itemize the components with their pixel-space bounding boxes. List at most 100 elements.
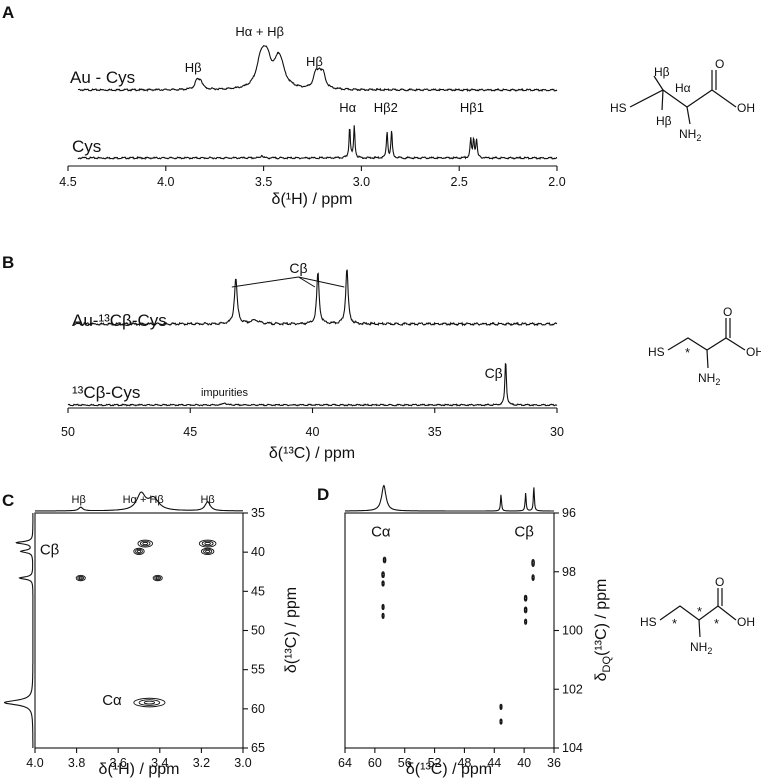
- panel-d-x-tick-label: 48: [457, 756, 471, 770]
- panel-c-cross-peak: [205, 549, 211, 553]
- panel-d-cross-peak: [523, 606, 528, 614]
- series-label-au-13cb-cys: Au-¹³Cβ-Cys: [72, 311, 167, 330]
- structure-2-nh: NH: [698, 371, 715, 385]
- panel-a-tick-label: 3.0: [353, 175, 370, 189]
- panel-c-y-tick-label: 50: [251, 624, 265, 638]
- panel-b-tick-label: 45: [183, 425, 197, 439]
- 13cb-cys-spectrum-trace: [67, 362, 558, 407]
- panel-c-cross-peak: [137, 539, 153, 548]
- panel-a-tick-label: 4.0: [157, 175, 174, 189]
- panel-c-label: Hβ: [200, 494, 214, 506]
- panel-c-cross-peak: [133, 547, 145, 555]
- panel-d-cross-peak: [382, 556, 387, 564]
- panel-d-y-tick-label: 100: [562, 624, 583, 638]
- panel-d-x-tick-label: 60: [368, 756, 382, 770]
- structure-2-nh2-bond: [706, 349, 709, 369]
- panel-d-y-axis-label: δDQ(¹³C) / ppm: [593, 579, 613, 682]
- structure-1-hbeta-top: Hβ: [654, 65, 670, 79]
- panel-c-cross-peak: [198, 539, 217, 548]
- panel-d-y-tick-label: 104: [562, 741, 583, 755]
- panel-b-tick-label: 30: [550, 425, 564, 439]
- panel-c-cross-peak: [143, 700, 155, 705]
- panel-b-cb-label: Cβ: [289, 260, 307, 276]
- structure-2-hs: HS: [648, 345, 665, 359]
- structure-1-nh: NH: [679, 127, 696, 141]
- panel-d-y-tick-label: 96: [562, 506, 576, 520]
- panel-c-cross-peak: [139, 540, 151, 547]
- structure-cysteine-13cb: HS * O OH NH2: [648, 305, 761, 387]
- cys-spectrum-trace: [77, 125, 557, 160]
- panel-c-y-tick-label: 45: [251, 584, 265, 598]
- panel-c-cross-peak: [75, 574, 86, 582]
- panel-d-cross-peak: [383, 558, 386, 562]
- structure-3-nh2: NH2: [690, 640, 712, 656]
- panel-d-top-projection: [345, 484, 554, 512]
- series-label-cys: Cys: [72, 137, 101, 156]
- panel-a-peak-label: Hβ1: [460, 100, 484, 115]
- panel-c-cross-peak: [133, 697, 166, 708]
- panel-d-cross-peak: [524, 596, 527, 600]
- structure-1-nh2-bond: [686, 106, 691, 125]
- panel-c-y-tick-label: 60: [251, 702, 265, 716]
- panel-d-cross-peak: [531, 561, 535, 565]
- panel-c-x-tick-label: 4.0: [26, 756, 43, 770]
- panel-c-x-axis-label: δ(¹H) / ppm: [99, 761, 180, 778]
- panel-a-x-axis-label: δ(¹H) / ppm: [272, 191, 353, 208]
- structure-2-nh2: NH2: [698, 371, 720, 387]
- panel-d-cross-peak: [381, 582, 385, 585]
- panel-a-tick-label: 2.0: [548, 175, 565, 189]
- panel-c-letter: C: [2, 491, 14, 510]
- structure-3-nh: NH: [690, 640, 707, 654]
- panel-d-y-tick-label: 98: [562, 565, 576, 579]
- panel-d-label: Cβ: [514, 524, 534, 541]
- au-cys-spectrum-trace: [77, 45, 558, 92]
- structure-1-hb-bond-top: [653, 75, 664, 91]
- panel-b-tick-label: 50: [61, 425, 75, 439]
- panel-b-cb-leader-line: [231, 276, 299, 288]
- panel-c-top-projection: [35, 491, 243, 512]
- panel-a-peak-label: Hα + Hβ: [235, 24, 284, 39]
- panel-d-x-tick-label: 64: [338, 756, 352, 770]
- panel-a-letter: A: [2, 3, 14, 22]
- panel-d-x-axis-label: δ(¹³C) / ppm: [406, 761, 492, 778]
- structure-2-backbone: [667, 337, 746, 351]
- panel-c-cross-peak: [138, 699, 161, 706]
- structure-1-hs: HS: [610, 101, 627, 115]
- panel-d-cross-peak: [381, 614, 385, 618]
- structure-cysteine-13c-full: HS * * * O OH NH2: [640, 575, 755, 656]
- panel-c-y-axis-label: δ(¹³C) / ppm: [283, 587, 300, 673]
- structure-2-o: O: [723, 305, 732, 319]
- panel-c-cross-peak: [200, 547, 215, 555]
- structure-3-star-beta: *: [672, 616, 677, 631]
- panel-c-label: Hα + Hβ: [123, 494, 164, 506]
- panel-c-cross-peak: [201, 540, 214, 547]
- structure-1-nh2: NH2: [679, 127, 701, 143]
- panel-c-cross-peak: [78, 576, 83, 580]
- panel-c-x-tick-label: 3.4: [151, 756, 168, 770]
- panel-b-impurities-label: impurities: [201, 387, 249, 399]
- panel-c-label: Hβ: [72, 494, 86, 506]
- panel-d-x-tick-label: 52: [428, 756, 442, 770]
- structure-1-oh: OH: [737, 101, 755, 115]
- panel-c-cross-peak: [204, 541, 211, 546]
- panel-d-y-tick-label: 102: [562, 682, 583, 696]
- panel-c-cross-peak: [154, 575, 162, 581]
- panel-c-x-tick-label: 3.0: [234, 756, 251, 770]
- panel-a-peak-label: Hβ: [185, 60, 202, 75]
- panel-b-cb-peak-label: Cβ: [485, 365, 503, 381]
- structure-1-hbeta-bottom: Hβ: [656, 114, 672, 128]
- panel-d-x-tick-label: 36: [547, 756, 561, 770]
- structure-cysteine-labelled-h: Hβ Hβ Hα HS O OH NH2: [610, 57, 755, 143]
- structure-3-nh2-sub: 2: [707, 646, 712, 656]
- panel-d-x-tick-label: 56: [398, 756, 412, 770]
- series-label-13cb-cys: ¹³Cβ-Cys: [72, 383, 140, 402]
- panel-d-cross-peak: [381, 605, 385, 609]
- panel-a-tick-label: 4.5: [59, 175, 76, 189]
